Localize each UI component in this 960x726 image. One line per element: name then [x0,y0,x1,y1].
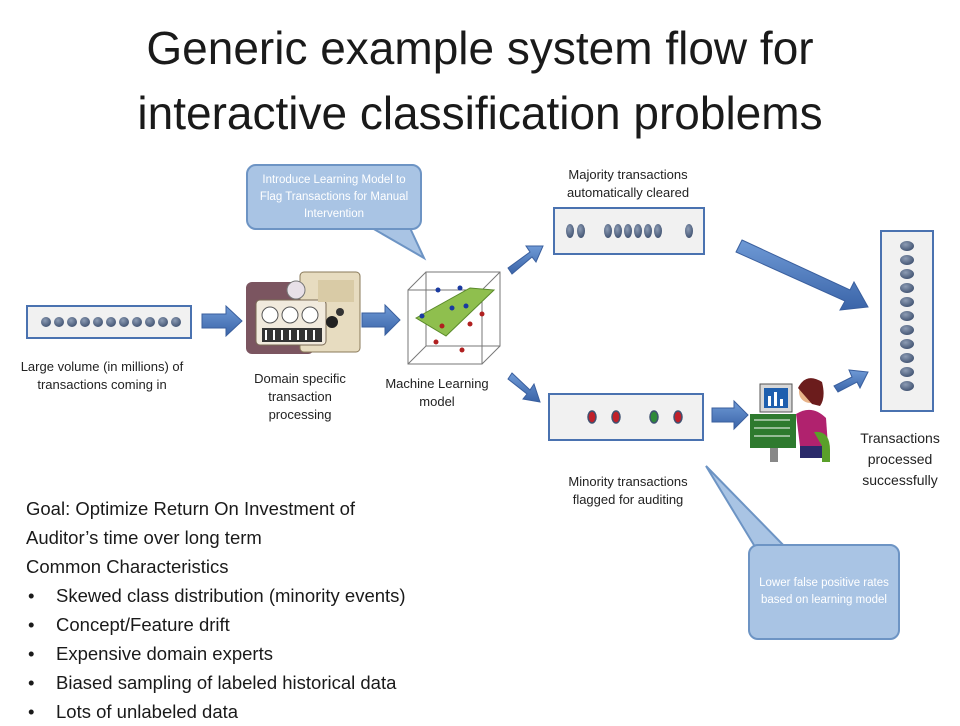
title-line-1: Generic example system flow for [146,22,814,74]
label-minority: Minority transactions flagged for auditi… [568,474,688,507]
characteristics-list: Skewed class distribution (minority even… [26,581,406,726]
arrow-input-to-domain [201,304,243,338]
majority-transactions-box [553,207,705,255]
arrow-model-to-minority [507,372,541,403]
arrow-majority-to-processed [735,239,869,311]
callout-false-positive: Lower false positive rates based on lear… [748,544,900,640]
label-large-volume: Large volume (in millions) of transactio… [20,359,184,392]
processed-transactions-box [880,230,934,412]
callout-tail-falsepositive [705,465,793,557]
minority-dots [587,410,683,424]
callout-tail-learning [368,227,427,261]
characteristic-item: Biased sampling of labeled historical da… [28,668,406,697]
label-processed: Transactions processed successfully [860,430,940,488]
domain-machine-icon [246,271,361,354]
goal-line-1: Goal: Optimize Return On Investment of [26,498,356,519]
title-line-2: interactive classification problems [137,87,823,139]
arrow-domain-to-model [361,303,401,337]
arrow-auditor-to-processed [833,369,869,393]
input-dots [41,317,181,327]
processed-dots [900,241,914,391]
characteristic-item: Skewed class distribution (minority even… [28,581,406,610]
auditor-at-computer-icon [750,378,830,462]
callout-learning-model: Introduce Learning Model to Flag Transac… [246,164,422,230]
characteristic-item: Expensive domain experts [28,639,406,668]
characteristics-heading: Common Characteristics [26,556,229,577]
input-transactions-box [26,305,192,339]
goal-text-block: Goal: Optimize Return On Investment of A… [26,494,406,726]
ml-model-cube-icon [407,271,501,365]
label-majority: Majority transactions automatically clea… [566,167,690,200]
arrow-minority-to-auditor [711,399,749,431]
characteristic-item: Lots of unlabeled data [28,697,406,726]
label-domain-processing: Domain specific transaction processing [254,371,346,422]
goal-line-2: Auditor’s time over long term [26,527,262,548]
minority-transactions-box [548,393,704,441]
label-ml-model: Machine Learning model [385,376,489,409]
majority-dots [566,224,693,238]
arrow-model-to-majority [507,245,544,275]
characteristic-item: Concept/Feature drift [28,610,406,639]
